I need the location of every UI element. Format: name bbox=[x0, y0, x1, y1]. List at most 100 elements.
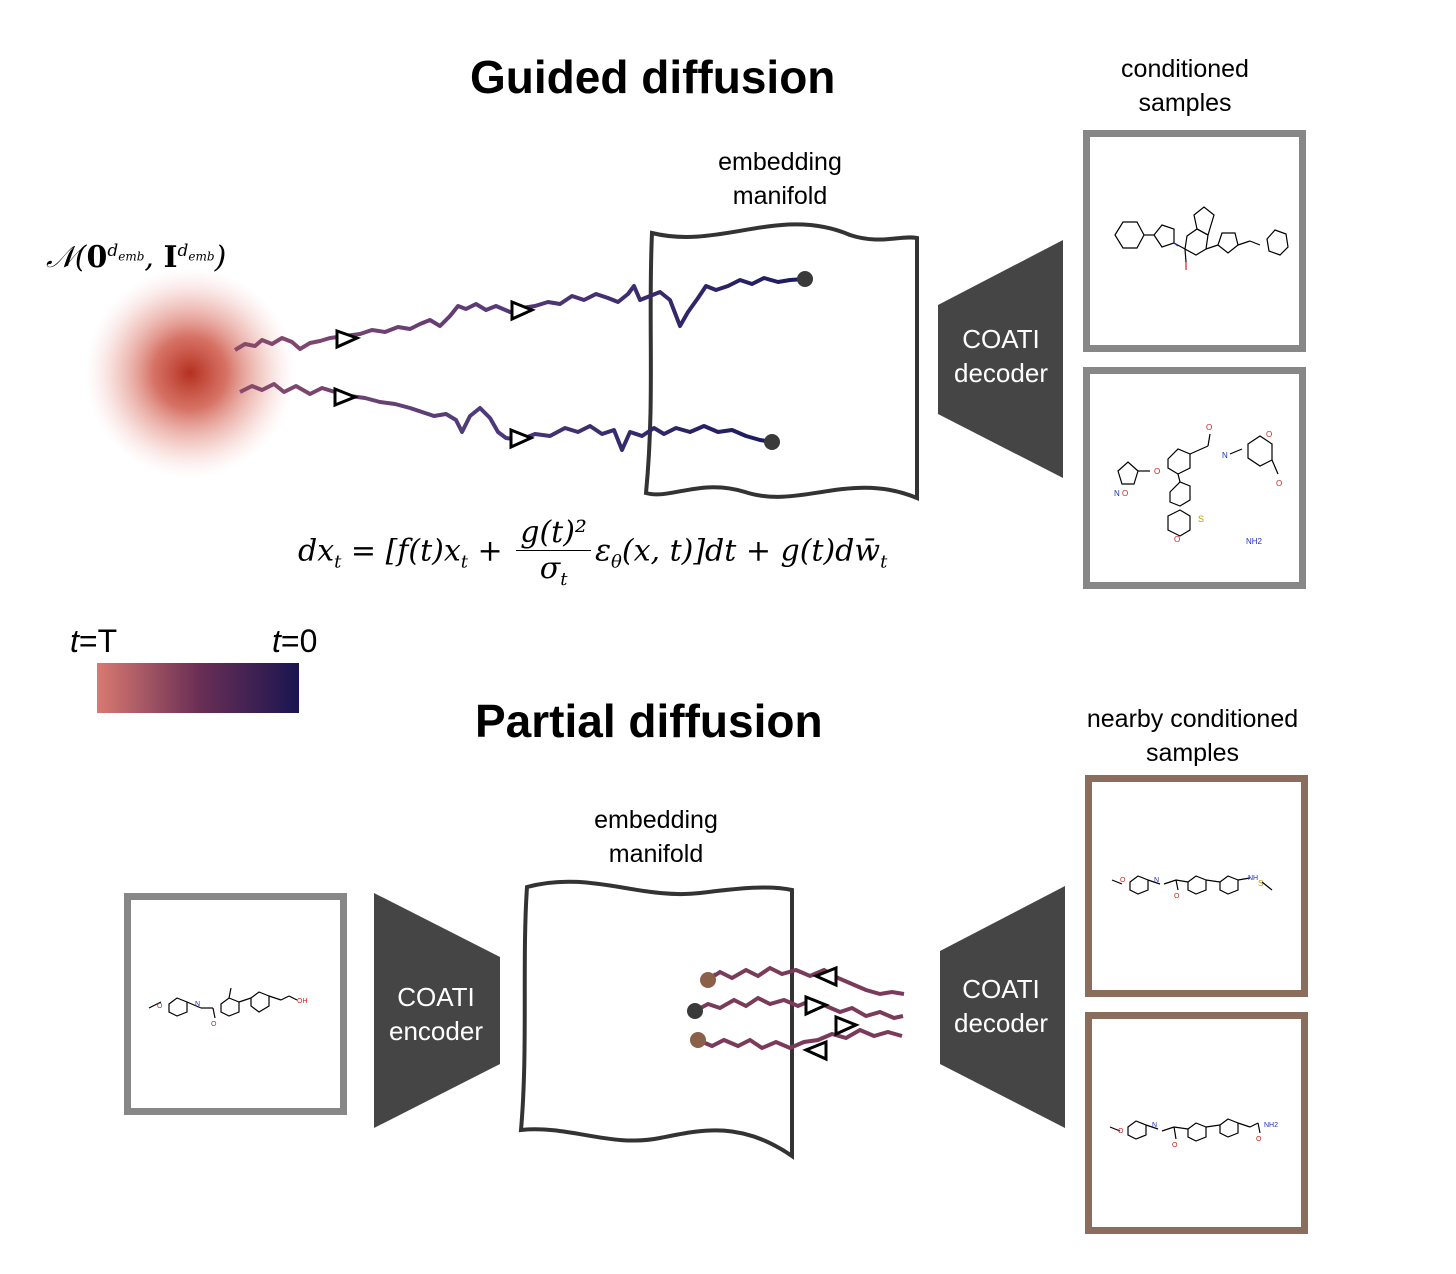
atom-label-top2-3: O bbox=[1206, 423, 1212, 432]
nearby-sample-1: O O N NH S bbox=[1085, 775, 1308, 997]
guided-decoder-trapezoid bbox=[938, 240, 1063, 478]
encoder-label-line2: encoder bbox=[389, 1016, 483, 1046]
time-colorbar bbox=[97, 663, 299, 713]
guided-decoder-label-line1: COATI bbox=[962, 324, 1040, 354]
atom-label-near2-1: N bbox=[1152, 1122, 1157, 1129]
nearby-sample-2: O O O N NH2 bbox=[1085, 1012, 1308, 1234]
partial-endpoint-1 bbox=[700, 972, 716, 988]
guided-arrow-3 bbox=[333, 386, 360, 408]
noise-N: 𝒩( bbox=[46, 240, 87, 275]
partial-embedding-manifold bbox=[518, 879, 794, 1160]
conditioned-samples-label: conditioned samples bbox=[1090, 52, 1280, 120]
conditioned-samples-label-line2: samples bbox=[1138, 89, 1232, 117]
sde-equation: dxt = [f(t)xt + g(t)² σt εθ(x, t)]dt + g… bbox=[298, 515, 888, 590]
colorbar-left-val: =T bbox=[78, 623, 118, 659]
partial-start-point bbox=[687, 1003, 703, 1019]
guided-decoder-label-line2: decoder bbox=[954, 358, 1048, 388]
noise-distribution-blob bbox=[85, 268, 295, 478]
partial-trajectory-3 bbox=[697, 1027, 903, 1051]
guided-arrow-2 bbox=[510, 299, 536, 322]
partial-manifold-label-line2: manifold bbox=[608, 840, 704, 868]
guided-endpoint-bottom bbox=[764, 434, 780, 450]
eq-fraction: g(t)² σt bbox=[516, 515, 591, 590]
guided-manifold-label: embedding manifold bbox=[680, 145, 880, 213]
colorbar-left-t: t bbox=[70, 623, 79, 659]
atom-label-top2-6: S bbox=[1198, 514, 1204, 524]
molecule-structure-input: O O OH N bbox=[148, 987, 308, 1028]
nearby-samples-label: nearby conditioned samples bbox=[1070, 702, 1315, 770]
noise-sub-emb2: emb bbox=[188, 249, 215, 264]
atom-label-near1-4: S bbox=[1258, 879, 1263, 888]
input-molecule-box: O O OH N bbox=[124, 893, 347, 1115]
conditioned-sample-2: N N NH2 O O O O O O S bbox=[1083, 367, 1306, 589]
guided-embedding-manifold bbox=[643, 222, 919, 502]
atom-label-near1-0: O bbox=[1120, 877, 1126, 884]
partial-decoder-label: COATI decoder bbox=[942, 972, 1060, 1040]
partial-endpoint-2 bbox=[690, 1032, 706, 1048]
atom-label-near2-4: NH2 bbox=[1264, 1122, 1278, 1129]
guided-manifold-label-line1: embedding bbox=[718, 148, 842, 176]
partial-encoder-trapezoid bbox=[374, 893, 500, 1128]
guided-title: Guided diffusion bbox=[470, 51, 836, 103]
atom-label-top2-5: O bbox=[1266, 430, 1272, 439]
partial-manifold-label-line1: embedding bbox=[594, 806, 718, 834]
conditioned-samples-label-line1: conditioned bbox=[1121, 55, 1249, 83]
molecule-structure-1 bbox=[1114, 206, 1289, 270]
atom-label-near2-3: O bbox=[1256, 1136, 1262, 1143]
atom-label-input-1: N bbox=[195, 1001, 200, 1008]
partial-decoder-label-line1: COATI bbox=[962, 974, 1040, 1004]
partial-arrow-3 bbox=[834, 1014, 860, 1037]
conditioned-sample-1 bbox=[1083, 130, 1306, 352]
partial-title: Partial diffusion bbox=[475, 695, 823, 747]
eq-frac-den-wrap: σt bbox=[539, 551, 568, 590]
atom-label-top2-9: O bbox=[1174, 535, 1180, 544]
nearby-samples-label-line1: nearby conditioned bbox=[1086, 705, 1299, 733]
noise-zero: 0 bbox=[86, 240, 108, 275]
atom-label-near1-3: NH bbox=[1248, 875, 1258, 882]
atom-label-near2-0: O bbox=[1118, 1128, 1124, 1135]
atom-label-top2-4: N bbox=[1222, 451, 1228, 460]
guided-trajectory-bottom bbox=[239, 382, 773, 452]
eq-tail: (x, t)]dt + g(t)dw̄ bbox=[621, 533, 881, 569]
eq-epsilon: ε bbox=[594, 533, 612, 569]
colorbar-label-right: t=0 bbox=[272, 623, 317, 660]
noise-sup-d: d bbox=[107, 241, 119, 261]
molecule-structure-2: N N NH2 O O O O O O S bbox=[1114, 423, 1282, 546]
atom-label-near1-2: O bbox=[1174, 893, 1180, 900]
atom-label-top2-0: N bbox=[1114, 489, 1120, 498]
atom-label-top2-2: O bbox=[1154, 467, 1160, 476]
atom-label-top2-1: O bbox=[1122, 489, 1128, 498]
eq-lhs: dx bbox=[298, 533, 335, 569]
atom-label-top2-7: NH2 bbox=[1246, 537, 1263, 546]
guided-manifold-label-line2: manifold bbox=[732, 182, 828, 210]
encoder-label: COATI encoder bbox=[380, 980, 492, 1048]
partial-decoder-trapezoid bbox=[940, 886, 1065, 1128]
partial-trajectory-2 bbox=[694, 995, 904, 1021]
colorbar-label-left: t=T bbox=[70, 623, 117, 660]
guided-endpoint-top bbox=[797, 271, 813, 287]
guided-arrow-4 bbox=[509, 427, 535, 450]
colorbar-right-val: =0 bbox=[280, 623, 318, 659]
noise-distribution-label: 𝒩(0demb, Idemb) bbox=[46, 240, 227, 275]
atom-label-input-0: O bbox=[157, 1003, 163, 1010]
noise-sub-emb: emb bbox=[118, 249, 145, 264]
partial-manifold-label: embedding manifold bbox=[556, 803, 756, 871]
eq-frac-num: g(t)² bbox=[516, 515, 591, 551]
partial-arrow-1 bbox=[812, 965, 838, 988]
atom-label-near2-2: O bbox=[1172, 1142, 1178, 1149]
atom-label-top2-8: O bbox=[1276, 479, 1282, 488]
colorbar-right-t: t bbox=[272, 623, 281, 659]
partial-decoder-label-line2: decoder bbox=[954, 1008, 1048, 1038]
partial-arrow-2 bbox=[804, 994, 830, 1017]
noise-sup-d2: d bbox=[177, 241, 189, 261]
noise-I: I bbox=[163, 240, 178, 275]
atom-label-near1-1: N bbox=[1154, 877, 1159, 884]
molecule-structure-near-1: O O N NH S bbox=[1111, 875, 1273, 900]
partial-arrow-4 bbox=[802, 1039, 828, 1062]
guided-arrow-1 bbox=[335, 328, 362, 350]
atom-label-input-3: OH bbox=[297, 998, 308, 1005]
atom-label-input-2: O bbox=[211, 1021, 217, 1028]
eq-frac-den: σ bbox=[539, 551, 561, 586]
nearby-samples-label-line2: samples bbox=[1145, 739, 1240, 767]
